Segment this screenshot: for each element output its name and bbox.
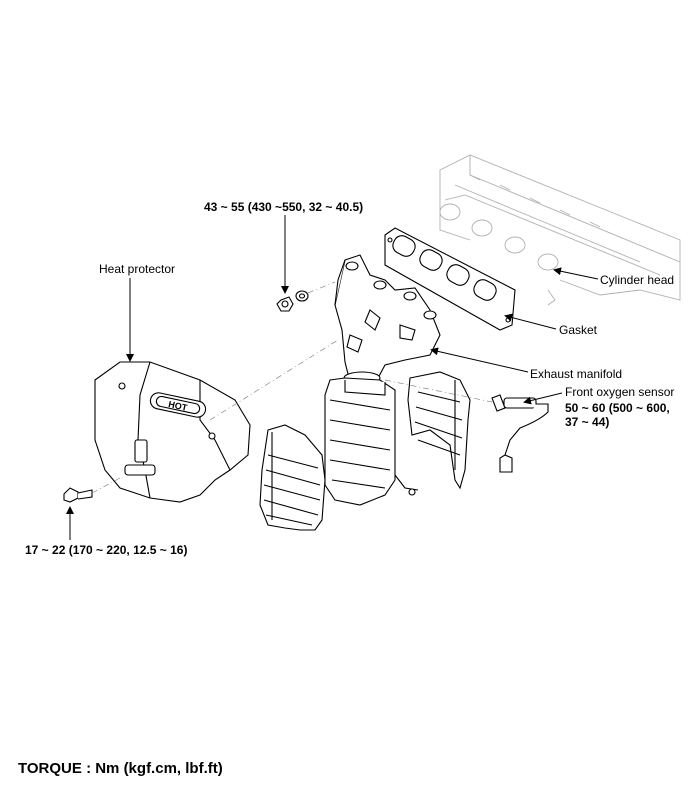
oxygen-torque-label-line1: 50 ~ 60 (500 ~ 600, [565,401,670,415]
torque-label-top: 43 ~ 55 (430 ~550, 32 ~ 40.5) [204,200,364,214]
torque-units-footer: TORQUE : Nm (kgf.cm, lbf.ft) [18,760,223,777]
heat-protector-part: HOT [94,361,251,503]
leader-arrows [66,215,599,540]
torque-label-bottom: 17 ~ 22 (170 ~ 220, 12.5 ~ 16) [25,543,188,557]
oxygen-torque-label-line2: 37 ~ 44) [565,415,610,429]
front-oxygen-sensor-part [491,394,549,473]
hot-stamp-text: HOT [167,399,188,413]
nut-and-washer-part [276,290,309,312]
assembly-lines [91,281,493,494]
front-oxygen-sensor-label: Front oxygen sensor [565,385,675,399]
gasket-label: Gasket [559,323,598,337]
catalytic-converter-part [324,377,419,506]
right-heat-shield-part [407,371,471,490]
cylinder-head-part [439,154,681,306]
bolt-part [63,487,93,503]
lower-heat-shield-part [259,424,326,531]
exhaust-manifold-part [334,254,441,385]
heat-protector-label: Heat protector [99,262,176,276]
exhaust-manifold-label: Exhaust manifold [530,367,623,381]
gasket-part [384,227,516,331]
cylinder-head-label: Cylinder head [600,273,675,287]
